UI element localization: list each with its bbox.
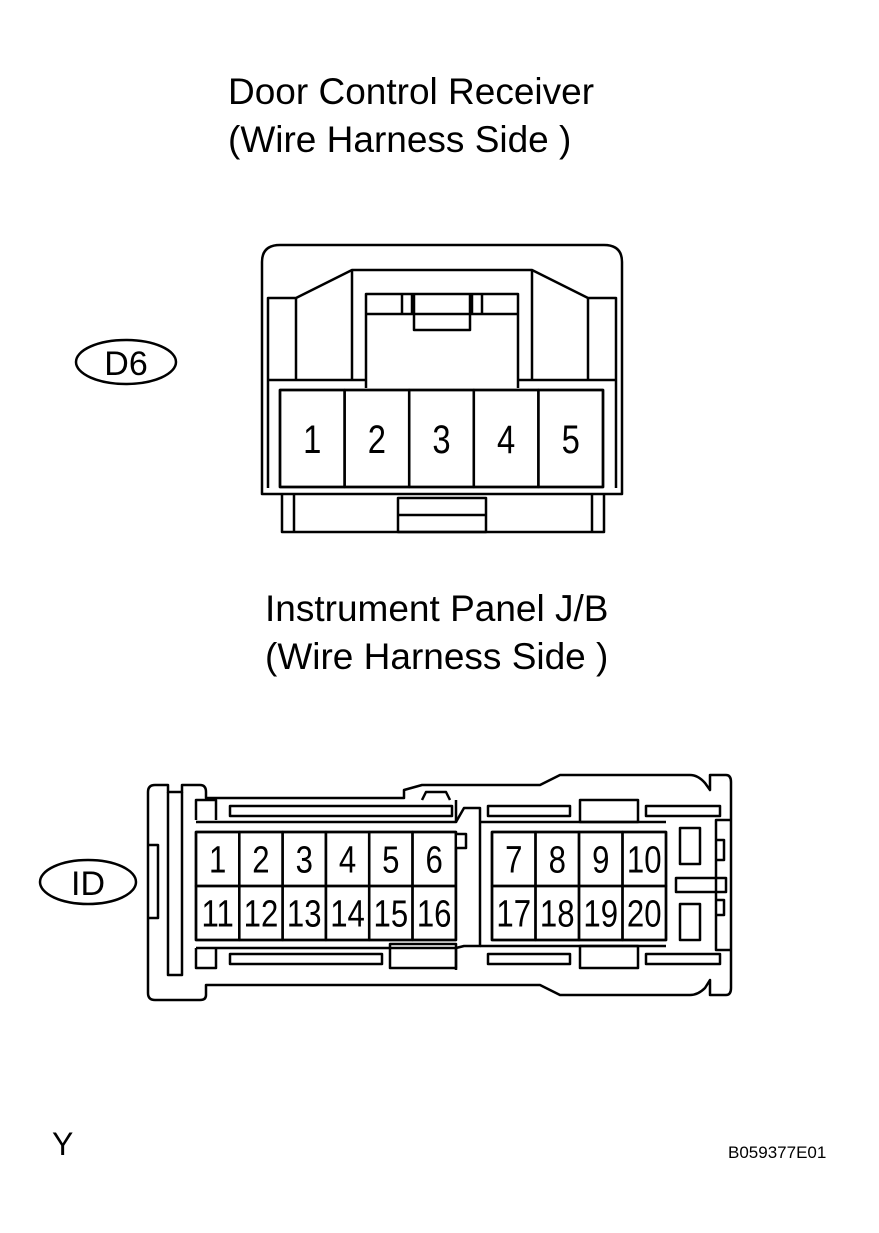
connector-d6: D6 1 2 3 4 5 [74,243,624,534]
connector1-title-line2: (Wire Harness Side ) [228,119,572,160]
id-pin-label: 8 [549,840,566,882]
id-pin-label: 10 [627,840,662,882]
connector2-title-line2: (Wire Harness Side ) [265,636,609,677]
id-pin-label: 14 [330,894,365,936]
id-pin-label: 2 [252,840,269,882]
connector-d6-inner-frame [266,268,618,488]
d6-pin-label: 3 [432,417,450,462]
connector-d6-code-oval [74,338,178,386]
id-pin-label: 4 [339,840,356,882]
id-pin-cell [411,884,458,942]
id-pin-label: 20 [627,894,662,936]
connector-id-housing [146,773,733,1002]
connector-d6-code: D6 [104,345,147,383]
d6-pin-label: 5 [562,417,580,462]
connector2-title-line1: Instrument Panel J/B [265,588,609,629]
figure-id: B059377E01 [728,1143,827,1162]
id-pin-label: 12 [244,894,279,936]
id-pin-label: 9 [592,840,609,882]
connector1-title: Door Control Receiver (Wire Harness Side… [228,68,594,164]
footer-mark: Y [52,1126,74,1162]
connector-d6-lock-tab [364,292,520,388]
connector1-title-line1: Door Control Receiver [228,71,595,112]
id-pin-label: 13 [287,894,322,936]
id-pin-label: 1 [209,840,226,882]
d6-pin-label: 1 [303,417,321,462]
id-pin-label: 3 [296,840,313,882]
connector-d6-skirt [280,494,606,534]
id-pin-label: 19 [583,894,618,936]
d6-pin-label: 2 [368,417,386,462]
id-pin-label: 11 [201,894,233,936]
id-pin-cell [621,884,668,942]
d6-pin-label: 4 [497,417,515,462]
connector-id-code: ID [71,865,105,903]
id-pin-label: 7 [505,840,522,882]
connector2-title: Instrument Panel J/B (Wire Harness Side … [265,585,608,681]
id-pin-label: 18 [540,894,575,936]
id-pin-label: 15 [374,894,409,936]
id-pin-label: 17 [496,894,531,936]
id-pin-label: 6 [425,840,442,882]
id-pin-label: 5 [382,840,399,882]
d6-pin-cell [537,388,605,489]
id-pin-label: 16 [417,894,452,936]
connector-d6-housing [260,243,624,496]
connector-id-code-oval [38,858,138,906]
